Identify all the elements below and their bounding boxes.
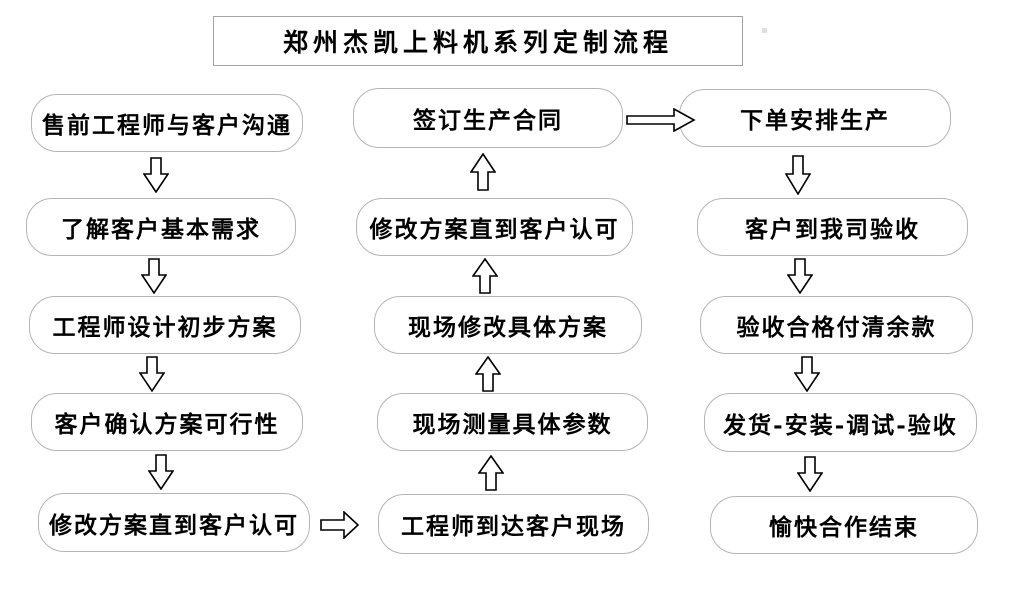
flow-step-pay-remaining-balance: 验收合格付清余款	[700, 296, 973, 354]
flow-step-label: 了解客户基本需求	[61, 216, 261, 243]
flow-step-label: 发货-安装-调试-验收	[723, 411, 958, 439]
flow-step-label: 工程师设计初步方案	[52, 314, 278, 341]
flow-step-label: 签订生产合同	[413, 107, 563, 134]
flow-step-understand-needs: 了解客户基本需求	[26, 198, 296, 256]
arrow-up-icon	[474, 355, 502, 392]
flow-step-label: 验收合格付清余款	[736, 314, 937, 341]
flow-step-customer-confirm-feasibility: 客户确认方案可行性	[31, 393, 303, 451]
flow-step-label: 客户确认方案可行性	[54, 411, 280, 438]
arrow-up-icon	[469, 152, 497, 191]
flow-step-ship-install-debug-accept: 发货-安装-调试-验收	[704, 393, 977, 452]
flow-step-engineer-arrive-site: 工程师到达客户现场	[378, 494, 649, 554]
arrow-down-icon	[796, 456, 824, 493]
arrow-right-icon	[320, 510, 360, 540]
arrow-down-icon	[147, 454, 175, 491]
flow-step-design-preliminary-plan: 工程师设计初步方案	[29, 296, 301, 354]
flow-step-sign-contract: 签订生产合同	[353, 88, 623, 148]
flow-step-label: 修改方案直到客户认可	[369, 216, 620, 243]
flow-step-presales-communication: 售前工程师与客户沟通	[31, 94, 303, 152]
arrow-up-icon	[477, 454, 505, 491]
page-title: 郑州杰凯上料机系列定制流程	[282, 28, 673, 57]
flow-step-onsite-measure-params: 现场测量具体参数	[377, 393, 648, 451]
artifact-dot	[762, 28, 767, 33]
flow-step-label: 现场测量具体参数	[412, 411, 613, 438]
flow-step-revise-until-approved-left: 修改方案直到客户认可	[38, 493, 310, 552]
arrow-up-icon	[471, 257, 499, 294]
arrow-down-icon	[793, 356, 821, 393]
flow-step-label: 下单安排生产	[740, 107, 890, 134]
arrow-down-icon	[138, 356, 166, 393]
flow-step-label: 售前工程师与客户沟通	[42, 112, 292, 139]
flow-step-place-order-production: 下单安排生产	[679, 89, 951, 147]
flow-step-label: 愉快合作结束	[769, 514, 919, 541]
flow-step-onsite-modify-plan: 现场修改具体方案	[374, 296, 642, 354]
flow-step-cooperation-end: 愉快合作结束	[710, 496, 978, 554]
flow-step-label: 现场修改具体方案	[408, 314, 608, 341]
arrow-right-icon	[626, 107, 696, 133]
flow-step-customer-acceptance-visit: 客户到我司验收	[697, 198, 968, 256]
arrow-down-icon	[140, 258, 168, 295]
flow-step-label: 客户到我司验收	[745, 216, 920, 243]
arrow-down-icon	[784, 155, 812, 196]
title-box: 郑州杰凯上料机系列定制流程	[213, 16, 743, 66]
arrow-down-icon	[786, 258, 814, 295]
flow-step-label: 修改方案直到客户认可	[49, 511, 299, 539]
arrow-down-icon	[142, 157, 170, 194]
flow-step-label: 工程师到达客户现场	[401, 513, 626, 540]
flow-step-revise-until-approved-middle: 修改方案直到客户认可	[356, 198, 633, 256]
